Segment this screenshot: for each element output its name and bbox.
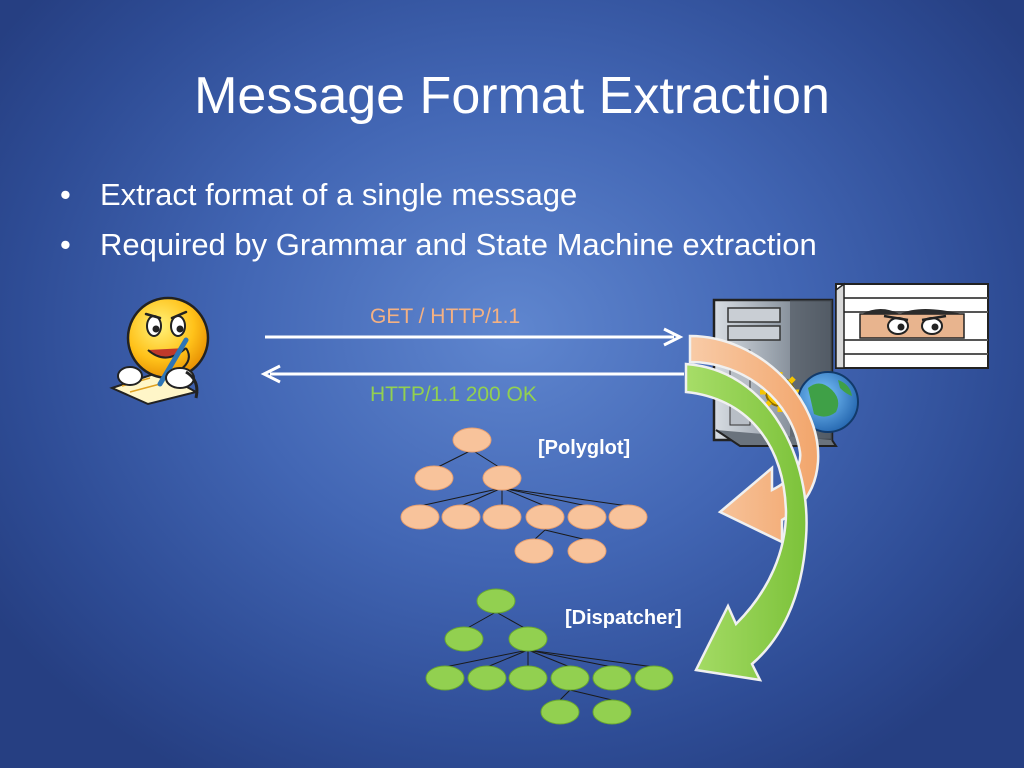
bullet-item: • Required by Grammar and State Machine … bbox=[60, 220, 817, 270]
tree-node bbox=[444, 626, 484, 652]
tree-node bbox=[634, 665, 674, 691]
slide-title: Message Format Extraction bbox=[194, 67, 830, 125]
polyglot-label: [Polyglot] bbox=[538, 437, 631, 459]
dispatcher-label: [Dispatcher] bbox=[565, 607, 682, 629]
bullet-list: • Extract format of a single message • R… bbox=[60, 170, 817, 270]
tree-node bbox=[452, 427, 492, 453]
tree-node bbox=[514, 538, 554, 564]
tree-node bbox=[414, 465, 454, 491]
peeking-eyes-icon bbox=[835, 282, 989, 369]
bullet-dot: • bbox=[60, 177, 71, 212]
tree-node bbox=[482, 504, 522, 530]
tree-node bbox=[508, 665, 548, 691]
bullet-text: Extract format of a single message bbox=[100, 177, 578, 212]
response-label: HTTP/1.1 200 OK bbox=[370, 383, 537, 406]
tree-node bbox=[608, 504, 648, 530]
tree-node bbox=[525, 504, 565, 530]
tree-node bbox=[482, 465, 522, 491]
bullet-text: Required by Grammar and State Machine ex… bbox=[100, 227, 817, 262]
response-arrow bbox=[260, 364, 684, 384]
tree-node bbox=[508, 626, 548, 652]
globe-icon bbox=[797, 371, 859, 433]
request-label: GET / HTTP/1.1 bbox=[370, 305, 521, 328]
tree-node bbox=[425, 665, 465, 691]
tree-node bbox=[467, 665, 507, 691]
green-curved-arrow bbox=[684, 362, 808, 682]
request-arrow bbox=[265, 327, 684, 347]
tree-node bbox=[540, 699, 580, 725]
smiley-writing-icon bbox=[109, 296, 210, 406]
tree-node bbox=[550, 665, 590, 691]
tree-node bbox=[476, 588, 516, 614]
tree-node bbox=[567, 538, 607, 564]
tree-node bbox=[400, 504, 440, 530]
bullet-dot: • bbox=[60, 227, 71, 262]
dispatcher-tree bbox=[444, 611, 655, 701]
polyglot-tree bbox=[419, 449, 629, 541]
bullet-item: • Extract format of a single message bbox=[60, 170, 817, 220]
tree-node bbox=[441, 504, 481, 530]
tree-node bbox=[592, 699, 632, 725]
tree-node bbox=[567, 504, 607, 530]
tree-node bbox=[592, 665, 632, 691]
